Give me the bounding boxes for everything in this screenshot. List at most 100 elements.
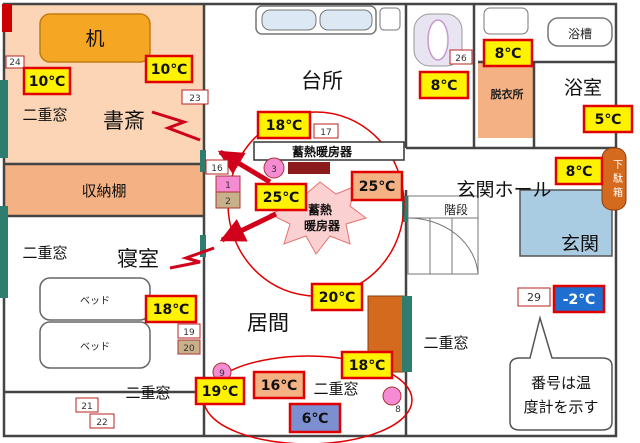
bed-1-label: ベッド bbox=[80, 295, 110, 307]
temp-bottom-a: 19℃ bbox=[202, 384, 238, 400]
temp-box-study-left bbox=[22, 66, 72, 96]
heater-burst-line2: 暖房器 bbox=[304, 218, 341, 233]
shoe-box-label-1: 下 bbox=[613, 160, 623, 171]
temp-box-bottom-a bbox=[194, 376, 246, 406]
sensor-marker-2 bbox=[215, 191, 241, 209]
bathtub-label: 浴槽 bbox=[568, 27, 592, 41]
entrance-label: 玄関 bbox=[561, 233, 599, 255]
note-bubble bbox=[509, 315, 613, 431]
storage-shelf-area bbox=[4, 164, 204, 216]
temp-bottom-b: 16℃ bbox=[261, 378, 297, 394]
sensor-17-num: 17 bbox=[320, 128, 331, 138]
study-label: 書斎 bbox=[103, 109, 145, 133]
desk-label: 机 bbox=[85, 28, 104, 50]
sensor-21-num: 21 bbox=[81, 402, 92, 412]
temp-box-study-right bbox=[144, 54, 194, 84]
sensor-19-num: 19 bbox=[183, 328, 195, 338]
lightning-study bbox=[151, 110, 201, 142]
double-window-label-living-bottom: 二重窓 bbox=[313, 380, 358, 398]
temp-hall: 8℃ bbox=[566, 164, 593, 180]
kitchen-heater bbox=[253, 141, 405, 161]
temp-heater-right: 25℃ bbox=[359, 179, 395, 195]
sensor-23-num: 23 bbox=[189, 94, 200, 104]
temp-box-bedroom bbox=[144, 294, 198, 324]
temp-living: 20℃ bbox=[319, 290, 355, 306]
bathtub bbox=[547, 17, 613, 47]
kitchen-drain bbox=[379, 7, 401, 31]
temp-outdoor: -2℃ bbox=[563, 292, 596, 308]
sensor-20-num: 20 bbox=[183, 344, 195, 354]
entrance-hall-label: 玄関ホール bbox=[456, 179, 551, 201]
sensor-29-num: 29 bbox=[527, 291, 541, 304]
kitchen-sink-left bbox=[261, 9, 317, 31]
desk bbox=[39, 13, 151, 63]
temp-box-heater-right bbox=[350, 170, 404, 202]
sensor-tag-29 bbox=[517, 287, 551, 307]
temp-bath: 5℃ bbox=[595, 112, 622, 128]
bath-label: 浴室 bbox=[564, 77, 602, 99]
sensor-tag-23 bbox=[181, 89, 209, 105]
temp-box-dressing bbox=[482, 38, 534, 68]
double-window-label-bedroom: 二重窓 bbox=[22, 244, 67, 262]
stairs-label: 階段 bbox=[444, 202, 468, 217]
storage-shelf-label: 収納棚 bbox=[81, 182, 126, 200]
double-window-label-bottom: 二重窓 bbox=[125, 384, 170, 402]
dressing-label: 脱衣所 bbox=[491, 87, 524, 101]
note-line1: 番号は温 bbox=[531, 374, 591, 392]
sensor-24-num: 24 bbox=[9, 58, 21, 68]
stairs bbox=[407, 195, 479, 275]
temp-box-hall bbox=[554, 156, 604, 186]
note-line2: 度計を示す bbox=[523, 398, 598, 416]
temp-heater-top: 18℃ bbox=[266, 118, 302, 134]
temp-dressing: 8℃ bbox=[495, 46, 522, 62]
sensor-tag-17 bbox=[313, 123, 339, 139]
sensor-2-num: 2 bbox=[225, 197, 231, 207]
toilet-bowl bbox=[427, 19, 449, 61]
temp-bedroom: 18℃ bbox=[153, 302, 189, 318]
kitchen-label: 台所 bbox=[301, 69, 343, 93]
door-mark bbox=[2, 4, 12, 32]
temp-study-right: 10℃ bbox=[151, 62, 187, 78]
temp-box-toilet bbox=[418, 70, 470, 100]
sensor-marker-8 bbox=[382, 386, 402, 406]
kitchen-sink-right bbox=[319, 9, 373, 31]
sensor-tag-19 bbox=[177, 323, 201, 339]
temp-heater-mid: 25℃ bbox=[263, 190, 299, 206]
sensor-26-num: 26 bbox=[455, 54, 467, 64]
temp-study-left: 10℃ bbox=[29, 74, 65, 90]
sensor-tag-16 bbox=[205, 159, 229, 175]
shoe-box-label-2: 駄 bbox=[613, 172, 623, 185]
sensor-22-num: 22 bbox=[96, 418, 107, 428]
double-window-label-study: 二重窓 bbox=[22, 106, 67, 124]
heater-core bbox=[288, 162, 330, 174]
temp-box-outdoor bbox=[552, 284, 606, 314]
sensor-tag-21 bbox=[75, 397, 99, 413]
temp-box-heater-top bbox=[256, 110, 312, 140]
heat-arrows bbox=[217, 149, 278, 243]
double-windows bbox=[0, 80, 412, 372]
temp-living-right: 18℃ bbox=[349, 358, 385, 374]
sensor-marker-3 bbox=[263, 157, 285, 179]
living-label: 居間 bbox=[247, 311, 289, 335]
temp-bottom-c: 6℃ bbox=[302, 411, 329, 427]
kitchen-heater-label: 蓄熱暖房器 bbox=[292, 144, 353, 159]
sensor-16-num: 16 bbox=[211, 164, 223, 174]
sensor-3-num: 3 bbox=[271, 165, 277, 175]
dressing-room-area bbox=[478, 62, 534, 138]
temp-box-bottom-c bbox=[288, 402, 342, 434]
temp-box-bath bbox=[582, 104, 634, 134]
temp-toilet: 8℃ bbox=[431, 78, 458, 94]
bed-2 bbox=[39, 321, 151, 369]
sensor-tag-24 bbox=[5, 55, 25, 69]
double-window-label-living-right: 二重窓 bbox=[423, 334, 468, 352]
bedroom-label: 寝室 bbox=[117, 247, 159, 271]
bed-2-label: ベッド bbox=[80, 341, 110, 353]
shoe-box-label-3: 箱 bbox=[613, 186, 623, 199]
heater-burst-line1: 蓄熱 bbox=[308, 202, 332, 217]
sensor-tag-22 bbox=[89, 413, 115, 429]
temp-box-bottom-b bbox=[252, 370, 306, 400]
sensor-8-num: 8 bbox=[395, 405, 401, 415]
washbasin bbox=[483, 7, 529, 35]
lightning-bedroom bbox=[169, 246, 215, 270]
